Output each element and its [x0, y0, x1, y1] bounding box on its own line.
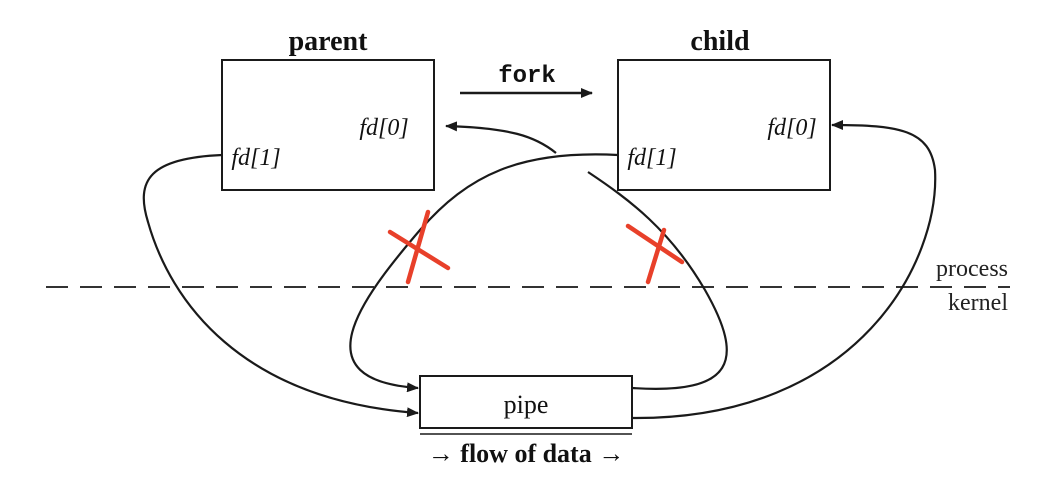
- child-read-path: [631, 120, 937, 420]
- child-title: child: [690, 26, 750, 57]
- process-label: process: [936, 256, 1008, 282]
- parent-fd0-label: fd[0]: [359, 115, 408, 141]
- child-fd0-label: fd[0]: [767, 115, 816, 141]
- parent-title: parent: [289, 26, 368, 57]
- closed-fd-mark-left: [387, 209, 451, 285]
- parent-process-box: [221, 59, 435, 191]
- pipe-box: [419, 375, 633, 429]
- closed-fd-mark-right: [625, 223, 685, 285]
- parent-read-path: [587, 171, 728, 390]
- child-fd1-label: fd[1]: [627, 145, 676, 171]
- fork-label: fork: [498, 63, 556, 90]
- parent-read-path-end: [445, 121, 557, 154]
- parent-fd1-label: fd[1]: [231, 145, 280, 171]
- kernel-label: kernel: [948, 290, 1008, 316]
- parent-write-path: [142, 153, 419, 418]
- flow-of-data-label: → flow of data →: [428, 439, 624, 468]
- pipe-label: pipe: [504, 390, 549, 419]
- child-write-path: [349, 153, 619, 393]
- child-process-box: [617, 59, 831, 191]
